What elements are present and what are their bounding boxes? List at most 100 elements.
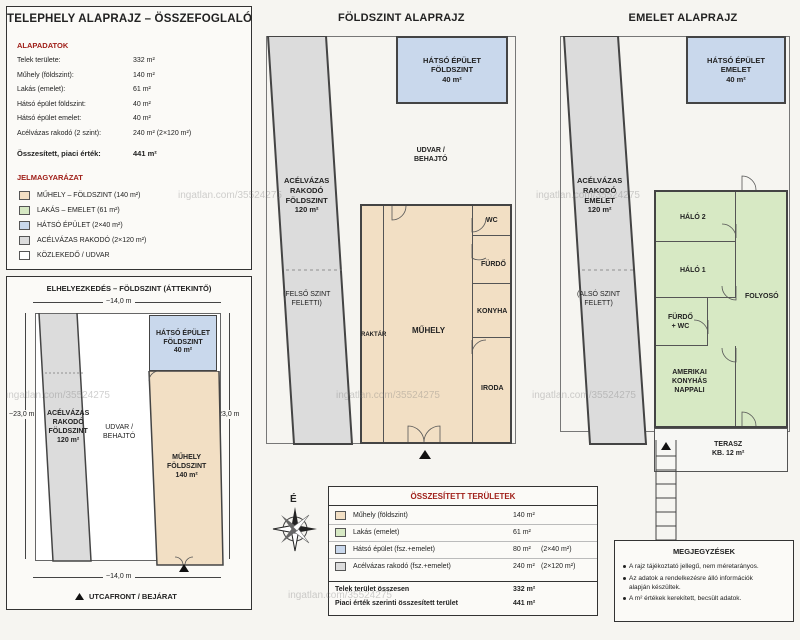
alapadatok-row-value: 332 m²	[133, 57, 155, 64]
ground-iroda-label: IRODA	[481, 385, 504, 392]
summary-row-value: 80 m²	[513, 546, 531, 553]
site-muhely-label: MŰHELY FÖLDSZINT 140 m²	[167, 454, 207, 480]
ground-hatso-label: HÁTSÓ ÉPÜLET FÖLDSZINT 40 m²	[423, 55, 481, 84]
ground-entrance-arrow-icon	[419, 450, 431, 459]
summary-row-label: Műhely (földszint)	[353, 512, 408, 519]
summary-row-label: Lakás (emelet)	[353, 529, 400, 536]
alapadatok-row-label: Telek területe:	[17, 57, 61, 64]
ground-raktar-label: RAKTÁR	[361, 332, 387, 338]
alapadatok-row-value: 40 m²	[133, 100, 151, 108]
site-rakodo-shape	[38, 313, 92, 562]
watermark: ingatlan.com/35524275	[536, 190, 640, 201]
notes-item: A rajz tájékoztató jellegű, nem méretará…	[629, 563, 759, 570]
summary-total1-value: 332 m²	[513, 586, 536, 593]
upper-hatso-label: HÁTSÓ ÉPÜLET EMELET 40 m²	[707, 55, 765, 84]
notes-item: A m² értékek kerekített, becsült adatok.	[629, 595, 742, 602]
summary-swatch	[335, 528, 346, 537]
site-udvar-label: UDVAR / BEHAJTÓ	[103, 424, 136, 441]
legend-swatch	[19, 206, 30, 215]
page-title: TELEPHELY ALAPRAJZ – ÖSSZEFOGLALÓ	[7, 13, 253, 25]
site-title: ELHELYEZKEDÉS – FÖLDSZINT (ÁTTEKINTŐ)	[46, 284, 212, 293]
ground-udvar-label: UDVAR / BEHAJTÓ	[414, 147, 448, 164]
ground-hatso-room: HÁTSÓ ÉPÜLET FÖLDSZINT 40 m²	[396, 36, 508, 104]
site-footer: UTCAFRONT / BEJÁRAT	[89, 592, 177, 601]
ground-raktar-room	[362, 206, 384, 442]
summary-table: ÖSSZESÍTETT TERÜLETEK Műhely (földszint)…	[328, 486, 598, 616]
watermark: ingatlan.com/35524275	[532, 390, 636, 401]
watermark: ingatlan.com/35524275	[336, 390, 440, 401]
ground-iroda-room	[472, 338, 510, 442]
summary-row-extra: (2×40 m²)	[541, 546, 572, 553]
site-dim-right-label: ~23,0 m	[214, 410, 240, 420]
summary-title-rule	[329, 505, 597, 506]
summary-row-label: Acélvázas rakodó (fsz.+emelet)	[353, 563, 451, 570]
legend-swatch	[19, 221, 30, 230]
ground-wc-label: WC	[486, 217, 498, 224]
site-hatso-label: HÁTSÓ ÉPÜLET FÖLDSZINT 40 m²	[155, 329, 211, 355]
site-dim-left-label: ~23,0 m	[9, 410, 35, 420]
upper-folyoso-label: FOLYOSÓ	[745, 293, 779, 300]
alapadatok-row-value: 61 m²	[133, 86, 151, 93]
site-rakodo-label: ACÉLVÁZAS RAKODÓ FÖLDSZINT 120 m²	[47, 410, 90, 445]
upper-rakodo-label: ACÉLVÁZAS RAKODÓ EMELET 120 m²	[577, 176, 623, 215]
summary-row-label: Hátsó épület (fsz.+emelet)	[353, 546, 435, 553]
summary-total2-label: Piaci érték szerinti összesített terület	[335, 600, 458, 607]
upper-furdo-label: FÜRDŐ + WC	[668, 314, 693, 331]
upper-hatso-room: HÁTSÓ ÉPÜLET EMELET 40 m²	[686, 36, 786, 104]
compass-north-label: É	[290, 494, 297, 505]
alapadatok-row-label: Acélvázas rakodó (2 szint):	[17, 129, 102, 137]
upper-also-label: (ALSÓ SZINT FELETT)	[577, 291, 621, 308]
ground-rakodo-shape	[266, 36, 354, 445]
summary-total1-label: Telek terület összesen	[335, 586, 410, 593]
summary-title: ÖSSZESÍTETT TERÜLETEK	[410, 492, 516, 501]
upper-halo1-label: HÁLÓ 1	[680, 267, 706, 274]
upper-apartment	[654, 190, 788, 428]
site-muhely-shape	[148, 371, 224, 566]
summary-row-extra: (2×120 m²)	[541, 563, 576, 570]
summary-info-panel: TELEPHELY ALAPRAJZ – ÖSSZEFOGLALÓ ALAPAD…	[6, 6, 252, 270]
upper-halo2-room	[656, 192, 736, 242]
alapadatok-row-label: Hátsó épület földszint:	[17, 100, 86, 108]
legend-swatch	[19, 251, 30, 260]
summary-row-value: 240 m²	[513, 563, 535, 570]
summary-swatch	[335, 545, 346, 554]
compass-rose-icon	[272, 507, 317, 552]
upper-rakodo-shape	[562, 36, 648, 445]
alapadatok-total-label: Összesített, piaci érték:	[17, 149, 101, 158]
notes-item: Az adatok a rendelkezésre álló informáci…	[629, 575, 753, 591]
ground-felso-label: (FELSŐ SZINT FELETTI)	[283, 291, 331, 308]
legend-item-label: KÖZLEKEDŐ / UDVAR	[37, 252, 110, 259]
site-overview-panel: ELHELYEZKEDÉS – FÖLDSZINT (ÁTTEKINTŐ) ~1…	[6, 276, 252, 610]
site-dim-right-line	[229, 313, 230, 559]
legend-item-label: HÁTSÓ ÉPÜLET (2×40 m²)	[37, 222, 123, 229]
site-dim-top-label: ~14,0 m	[103, 297, 135, 307]
summary-total-rule	[329, 581, 597, 582]
summary-row-rule	[329, 558, 597, 559]
watermark: ingatlan.com/35524275	[178, 190, 282, 201]
legend-swatch	[19, 191, 30, 200]
alapadatok-row-label: Lakás (emelet):	[17, 86, 66, 93]
legend-item-label: ACÉLVÁZAS RAKODÓ (2×120 m²)	[37, 237, 147, 244]
alapadatok-row-value: 140 m²	[133, 71, 155, 79]
ground-rakodo-label: ACÉLVÁZAS RAKODÓ FÖLDSZINT 120 m²	[284, 176, 330, 215]
alapadatok-heading: ALAPADATOK	[17, 41, 69, 50]
upper-terasz-label: TERASZ KB. 12 m²	[712, 441, 745, 458]
notes-title: MEGJEGYZÉSEK	[672, 547, 736, 556]
upper-halo2-label: HÁLÓ 2	[680, 214, 706, 221]
ground-konyha-label: KONYHA	[477, 308, 508, 315]
site-dim-bottom-label: ~14,0 m	[103, 572, 135, 582]
site-entrance-arrow-icon	[179, 564, 189, 572]
legend-heading: JELMAGYARÁZAT	[17, 173, 83, 182]
ground-muhely-label: MŰHELY	[412, 326, 446, 335]
summary-row-rule	[329, 541, 597, 542]
alapadatok-row-label: Hátsó épület emelet:	[17, 115, 82, 122]
notes-bullet	[623, 565, 626, 568]
alapadatok-row-value: 240 m² (2×120 m²)	[133, 129, 192, 137]
notes-bullet	[623, 597, 626, 600]
alapadatok-total-value: 441 m²	[133, 149, 157, 158]
ground-door-swings	[391, 205, 487, 443]
alapadatok-row-value: 40 m²	[133, 115, 151, 122]
upper-door-swings	[693, 175, 757, 427]
legend-item-label: MŰHELY – FÖLDSZINT (140 m²)	[37, 192, 141, 199]
site-dim-left-line	[25, 313, 26, 559]
